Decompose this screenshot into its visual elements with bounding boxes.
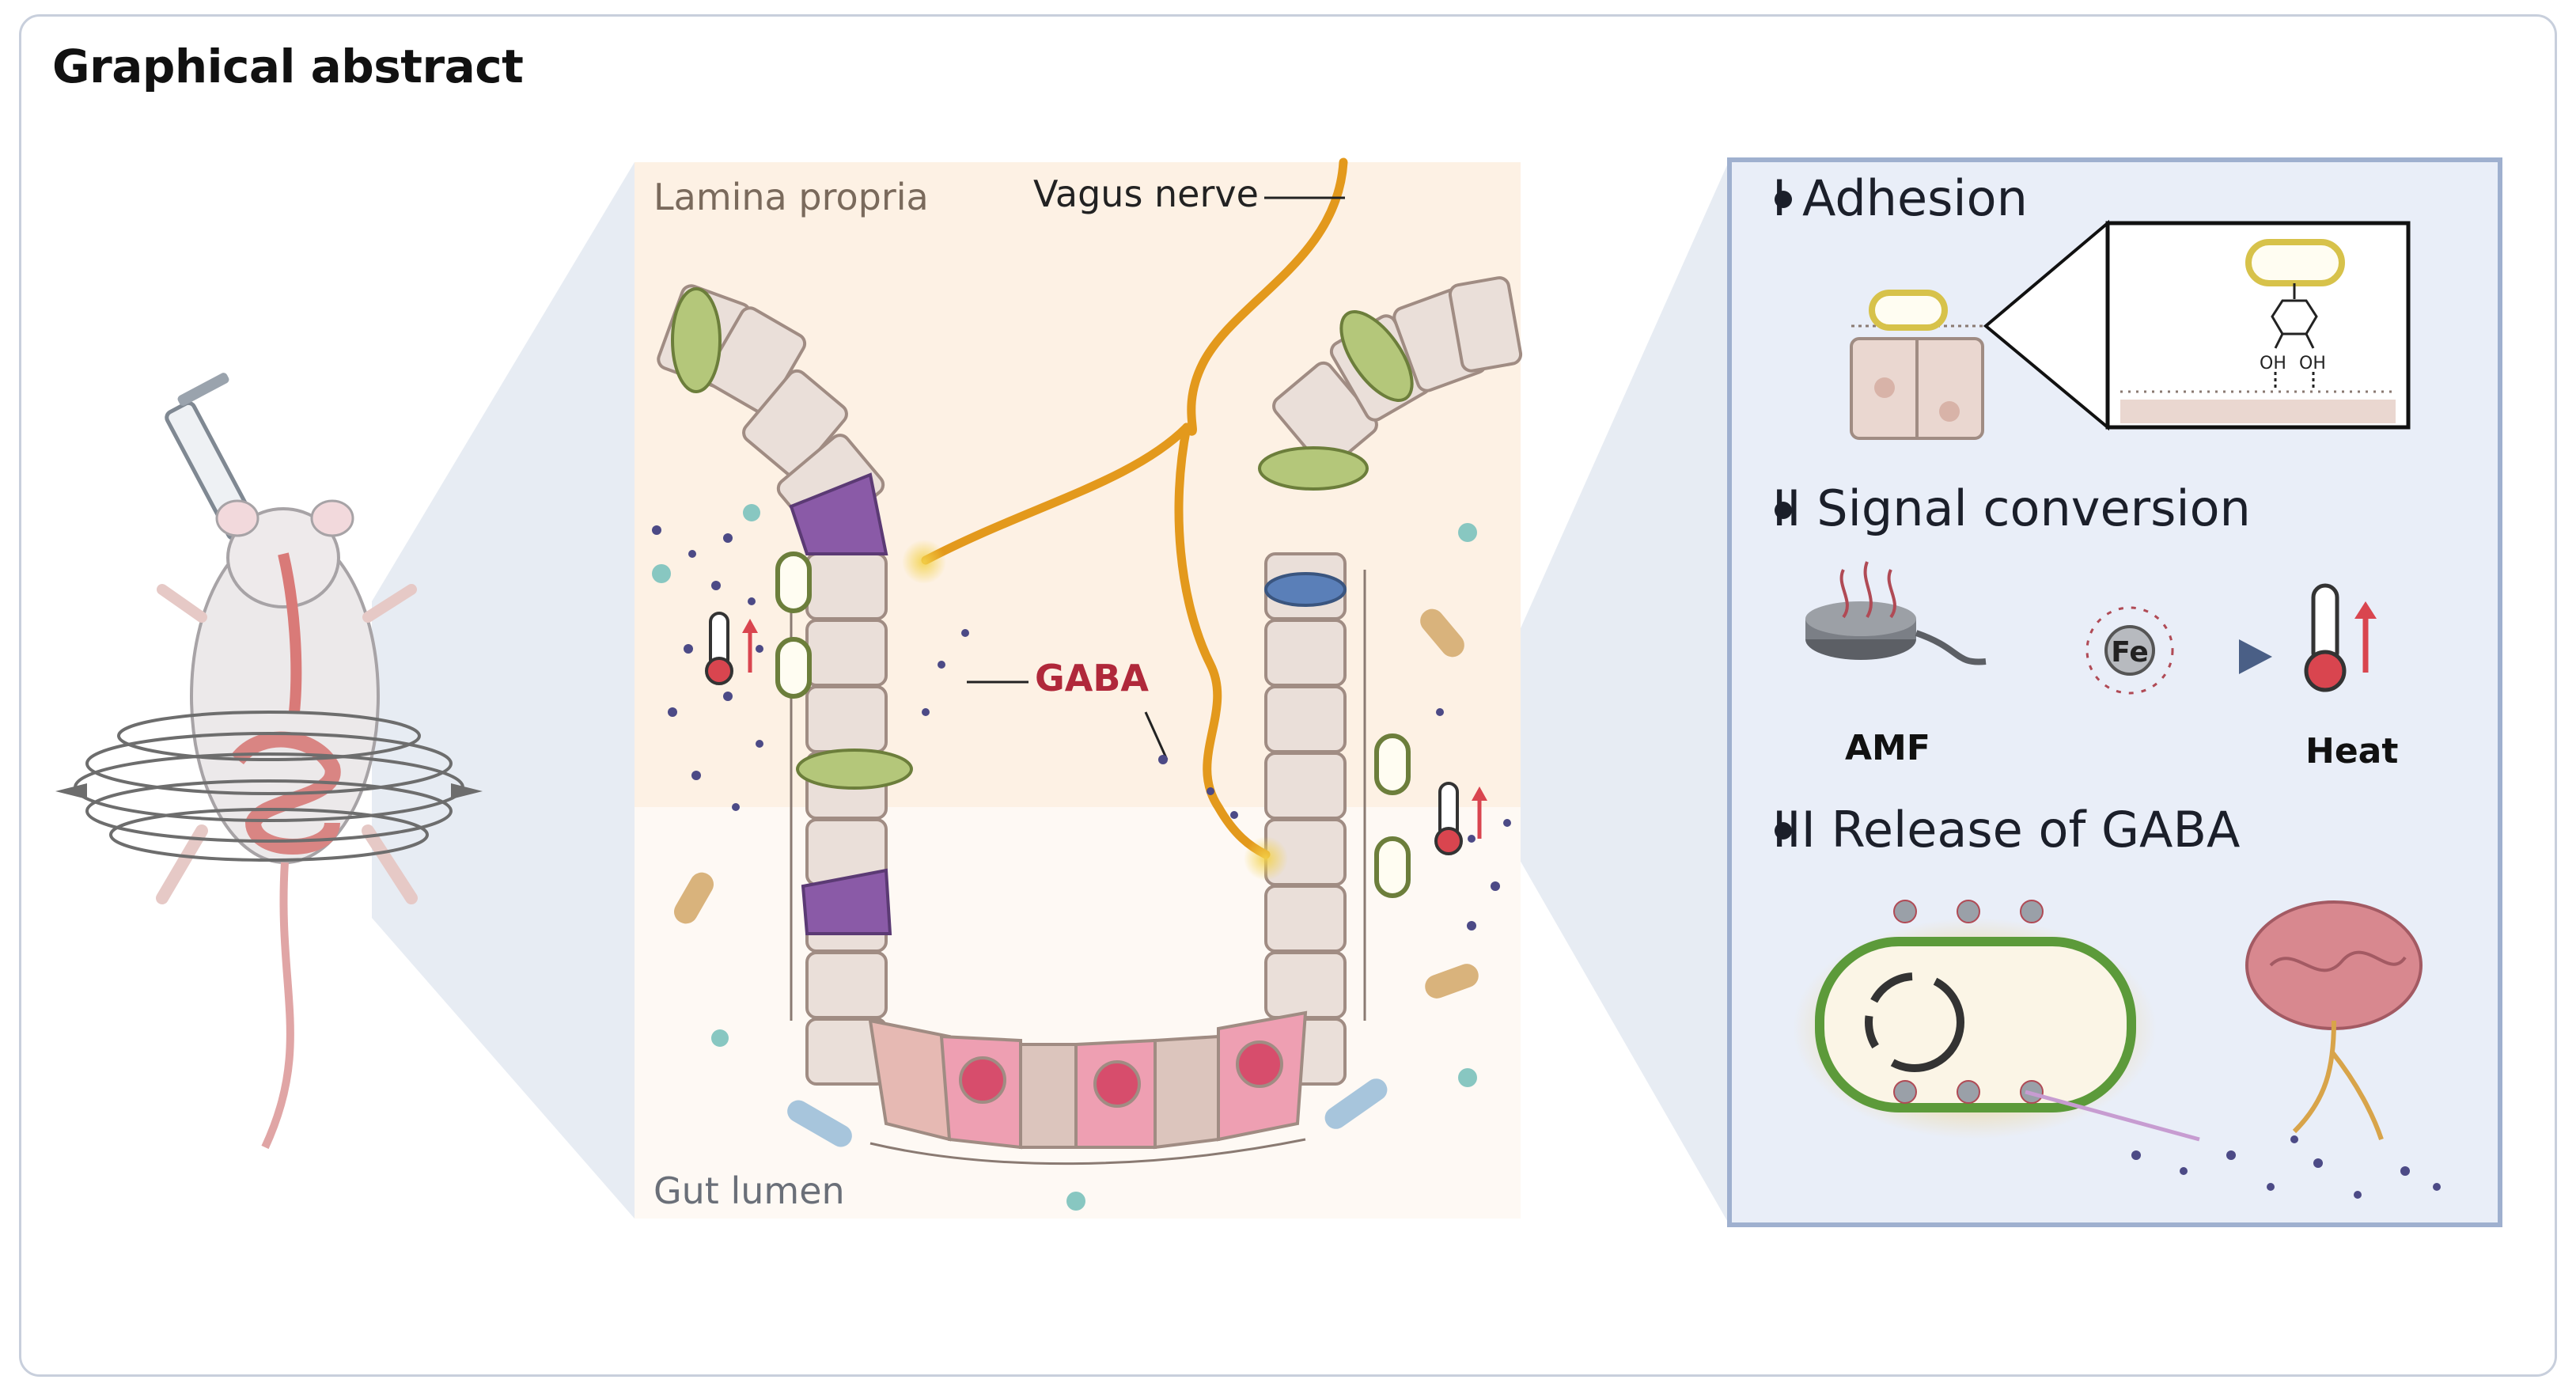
step-signal-conversion-label: II Signal conversion: [1772, 479, 2251, 537]
heat-thermometer-icon: [2304, 583, 2377, 692]
fe-label: Fe: [2111, 636, 2149, 669]
nerve-synapse-upper: [902, 540, 946, 584]
amf-device-icon: [1805, 561, 1987, 665]
heat-label: Heat: [2305, 731, 2399, 771]
brain-icon: [2245, 900, 2423, 1140]
amf-label: AMF: [1845, 728, 1930, 768]
microbe-blue-1: [787, 1100, 852, 1147]
teal-particles: [652, 504, 1477, 1211]
microbe-tan-2: [1420, 608, 1464, 658]
vagus-nerve-label: Vagus nerve: [1033, 172, 1259, 215]
lamina-propria-label: Lamina propria: [653, 176, 929, 218]
thermometer-icon-right: [1434, 782, 1487, 855]
purple-cell-lower: [801, 868, 892, 935]
purple-cell-upper: [789, 472, 888, 555]
green-cell-left: [796, 749, 913, 790]
mouse-illustration: [55, 373, 483, 1150]
microbe-tan-3: [1425, 964, 1479, 999]
nerve-synapse-lower: [1244, 836, 1288, 881]
green-cell-top-left: [671, 287, 722, 393]
bullet-3: [1775, 822, 1792, 840]
signal-arrow-head: [2239, 639, 2272, 674]
green-cell-top-right: [1339, 310, 1414, 402]
crypt-base-cells: [868, 1010, 1308, 1150]
adhesion-cells: [1850, 290, 1984, 440]
zoom-cone-left: [372, 162, 635, 1219]
step-release-gaba-label: III Release of GABA: [1772, 801, 2241, 858]
blue-immune-cell: [1264, 572, 1347, 607]
bacteria-left: [775, 551, 812, 699]
epithelium-right: [1264, 552, 1347, 1086]
green-cell-right: [1258, 446, 1369, 491]
gut-lumen-label: Gut lumen: [653, 1169, 845, 1212]
vagus-nerve: [921, 157, 1348, 859]
thermometer-icon-left: [705, 612, 758, 685]
plasmid-icon: [1865, 972, 1964, 1072]
fe-nanoparticle-icon: [2085, 606, 2174, 695]
microbe-tan-1: [674, 872, 714, 924]
catechol-structure: [2245, 239, 2345, 388]
gaba-label: GABA: [1035, 657, 1150, 699]
bullet-1: [1775, 191, 1792, 208]
bullet-2: [1775, 502, 1792, 519]
oh-label-2: OH: [2299, 354, 2326, 373]
oh-label-1: OH: [2260, 354, 2286, 373]
figure-title: Graphical abstract: [52, 40, 524, 93]
gaba-leader-right: [1144, 711, 1169, 760]
microbe-blue-2: [1324, 1078, 1388, 1129]
zoom-cone-right: [1462, 160, 1729, 1225]
bacteria-right: [1374, 733, 1411, 898]
zoom-microvilli: [2120, 390, 2396, 423]
step-adhesion-label: I Adhesion: [1772, 169, 2028, 227]
gaba-release-arrow: [2025, 1090, 2200, 1142]
epithelium-left: [805, 552, 888, 1086]
released-gaba-dots: [2131, 1135, 2441, 1199]
